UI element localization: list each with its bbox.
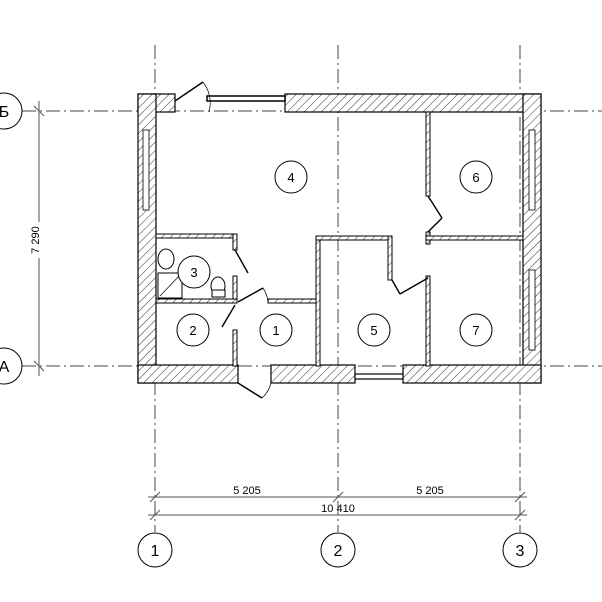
room-number: 4	[287, 170, 294, 185]
axis-label: 2	[334, 543, 343, 560]
room-number: 5	[370, 323, 377, 338]
room-number: 3	[190, 265, 197, 280]
axis-bubble-b: Б	[0, 92, 23, 130]
room-tag-3: 3	[177, 255, 211, 289]
axis-bubble-3: 3	[502, 532, 538, 568]
window-top	[206, 95, 286, 102]
room-tag-4: 4	[274, 160, 308, 194]
door-bathroom	[234, 249, 249, 274]
axis-bubble-a: А	[0, 347, 23, 385]
room-tag-1: 1	[259, 313, 293, 347]
door-room-5	[391, 279, 401, 295]
room-tags: 1 2 3 4 5 6 7	[176, 160, 493, 347]
dimension-horizontal: 5 205 5 205 10 410	[148, 485, 527, 521]
door-room-2	[221, 304, 236, 328]
room-number: 2	[189, 323, 196, 338]
axis-label: Б	[0, 104, 9, 121]
interior-walls	[155, 111, 524, 367]
room-tag-2: 2	[176, 313, 210, 347]
dimension-text: 10 410	[321, 503, 355, 515]
door-room-6	[427, 195, 443, 219]
room-tag-5: 5	[357, 313, 391, 347]
bathroom-fixtures	[157, 248, 226, 299]
dimension-text: 5 205	[416, 485, 444, 497]
windows	[206, 95, 404, 380]
room-number: 1	[272, 323, 279, 338]
sink-icon	[157, 248, 175, 270]
room-tag-7: 7	[459, 313, 493, 347]
door-room-6b	[427, 217, 443, 233]
dimension-vertical: 7 290	[30, 101, 45, 376]
axis-label: 1	[151, 543, 160, 560]
door-entry	[174, 81, 204, 102]
axis-label: А	[0, 359, 10, 376]
room-number: 7	[472, 323, 479, 338]
window-bottom	[354, 373, 404, 380]
door-room-7	[399, 277, 429, 295]
door-exit	[237, 382, 263, 399]
room-number: 6	[472, 170, 479, 185]
axis-label: 3	[516, 543, 525, 560]
door-room-1	[237, 287, 264, 303]
exterior-walls	[137, 93, 542, 384]
dimension-text: 7 290	[30, 226, 42, 254]
doors	[174, 81, 443, 399]
axis-bubbles: Б А 1 2 3	[0, 92, 538, 568]
axis-bubble-2: 2	[320, 532, 356, 568]
dimension-text: 5 205	[233, 485, 261, 497]
axis-bubble-1: 1	[137, 532, 173, 568]
room-tag-6: 6	[459, 160, 493, 194]
grid-lines	[22, 45, 602, 532]
